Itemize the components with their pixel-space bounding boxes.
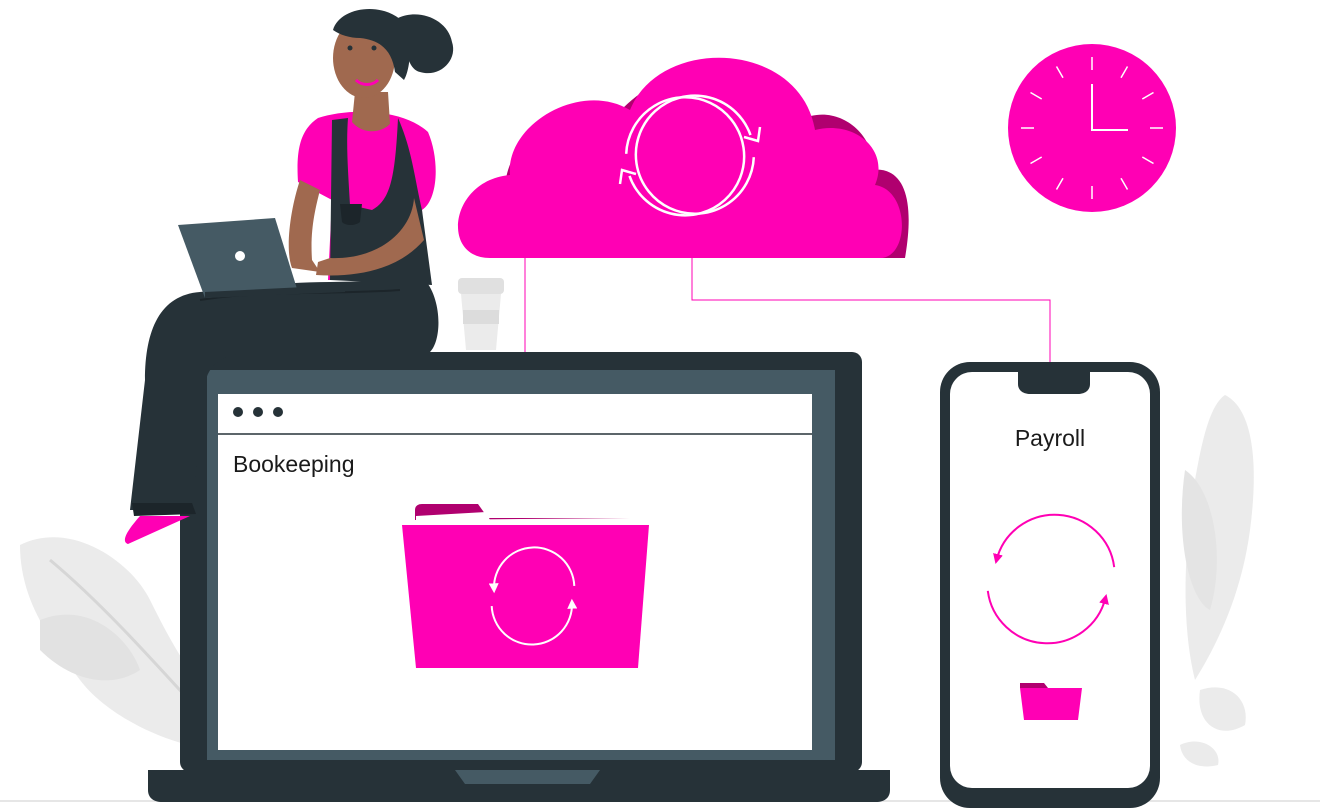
clock-icon [1008,44,1176,212]
sync-connectors [524,255,1051,362]
cloud-sync-icon [457,57,909,258]
laptop [148,352,890,802]
laptop-screen-title: Bookeeping [233,451,355,477]
window-dots-icon [233,407,283,417]
coffee-cup [458,278,504,350]
folder-icon [1020,683,1082,720]
folder-sync-icon [402,504,649,668]
phone-screen-title: Payroll [1014,425,1086,451]
woman-working-on-laptop [124,9,454,544]
right-plant-decoration [1180,395,1254,767]
sync-icon [986,513,1116,645]
phone [940,362,1160,808]
